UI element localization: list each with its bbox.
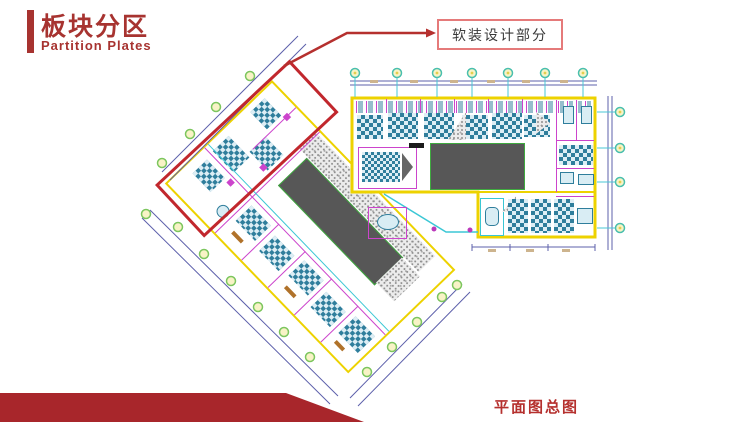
office-desk: [578, 174, 594, 185]
workstation-cluster: [424, 113, 454, 139]
grid-bubble-dots: [353, 71, 622, 230]
bottom-banner: [0, 393, 364, 422]
dimension-text-marks: [370, 80, 570, 252]
partition-wall: [576, 100, 577, 140]
page-subtitle: Partition Plates: [41, 38, 152, 53]
partition-wall: [557, 168, 594, 169]
workstation-cluster: [388, 113, 418, 139]
callout-label: 软装设计部分: [452, 26, 548, 43]
junction-corridor-line: [383, 193, 478, 233]
partition-wall: [454, 99, 455, 113]
callout-label-box: 软装设计部分: [437, 19, 563, 50]
reception-desk: [409, 143, 424, 148]
seat-rows: [362, 152, 400, 182]
partition-wall: [522, 99, 523, 113]
workstation-cluster: [462, 115, 488, 139]
arrowhead-icon: [426, 28, 436, 38]
meeting-table: [485, 207, 499, 226]
workstation-cluster: [531, 199, 551, 233]
workstation-cluster: [559, 145, 593, 165]
leader-line: [283, 31, 426, 68]
oval-table: [377, 214, 399, 230]
partition-wall: [557, 140, 594, 141]
office-desk: [563, 106, 574, 124]
plan-caption: 平面图总图: [494, 399, 580, 416]
partition-wall: [386, 99, 387, 113]
workstation-cluster: [492, 113, 522, 139]
training-room: [358, 147, 417, 189]
partition-wall: [556, 100, 557, 192]
office-desk: [560, 172, 574, 184]
perimeter-cabins: [356, 101, 554, 113]
oval-meeting-room: [368, 207, 407, 239]
office-desk: [581, 106, 592, 124]
page-title: 板块分区: [41, 13, 150, 41]
meeting-room: [480, 198, 504, 236]
grid-stems: [354, 77, 615, 229]
title-accent-bar: [27, 10, 34, 53]
partition-wall: [556, 196, 594, 197]
partition-wall: [488, 99, 489, 113]
column-marker: [431, 226, 437, 232]
grid-bubbles-left: [140, 70, 463, 378]
column-marker: [467, 227, 473, 233]
projection-cone: [402, 153, 413, 181]
workstation-cluster: [357, 115, 383, 139]
office-desk: [577, 208, 593, 224]
right-wing-core: [430, 143, 525, 190]
workstation-cluster: [508, 199, 528, 233]
partition-wall: [420, 99, 421, 113]
workstation-cluster: [554, 199, 574, 233]
